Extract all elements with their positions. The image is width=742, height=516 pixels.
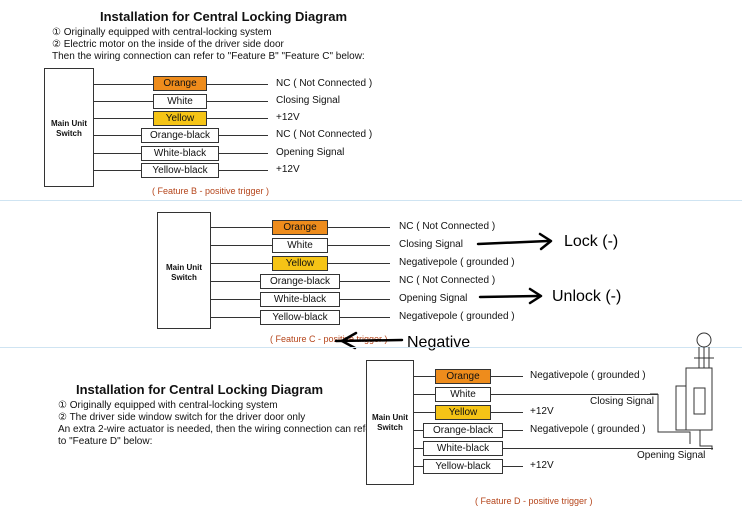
signal-b-3: +12V: [276, 112, 300, 123]
unlock-arrow-icon: [478, 294, 540, 299]
bottom-note-1: ① Originally equipped with central-locki…: [58, 400, 278, 411]
signal-c-5: Opening Signal: [399, 293, 468, 304]
signal-c-1: NC ( Not Connected ): [399, 221, 496, 232]
negative-arrowhead-icon: [340, 331, 358, 350]
wire-c-yellow-black: Yellow-black: [260, 310, 340, 325]
box-label-line2: Switch: [171, 273, 197, 282]
box-label-line2: Switch: [56, 129, 82, 138]
signal-b-4: NC ( Not Connected ): [276, 129, 373, 140]
box-label-line1: Main Unit: [166, 263, 202, 272]
main-unit-switch-d: Main Unit Switch: [366, 360, 414, 485]
wire-d-yellow: Yellow: [435, 405, 491, 420]
wire-d-white: White: [435, 387, 491, 402]
wire-c-white-black: White-black: [260, 292, 340, 307]
lock-arrow-icon: [476, 239, 550, 246]
signal-d-1: Negativepole ( grounded ): [530, 370, 646, 381]
handwritten-negative: Negative: [407, 334, 471, 351]
box-label-line1: Main Unit: [372, 413, 408, 422]
signal-c-4: NC ( Not Connected ): [399, 275, 496, 286]
top-note-2: ② Electric motor on the inside of the dr…: [52, 39, 284, 50]
wire-b-orange: Orange: [153, 76, 207, 91]
unlock-arrowhead-icon: [528, 287, 543, 305]
wire-d-5: [413, 448, 713, 449]
section-divider-1: [0, 200, 742, 201]
signal-b-1: NC ( Not Connected ): [276, 78, 373, 89]
handwritten-unlock: Unlock (-): [552, 288, 622, 305]
negative-arrow-icon: [334, 338, 404, 343]
wire-c-yellow: Yellow: [272, 256, 328, 271]
opening-signal-label: Opening Signal: [637, 450, 706, 461]
bottom-note-2: ② The driver side window switch for the …: [58, 412, 306, 423]
wire-c-orange-black: Orange-black: [260, 274, 340, 289]
box-label-line2: Switch: [377, 423, 403, 432]
wire-b-white: White: [153, 94, 207, 109]
wire-d-orange: Orange: [435, 369, 491, 384]
box-label-line1: Main Unit: [51, 119, 87, 128]
section-divider-2: [0, 347, 742, 348]
wire-d-white-black: White-black: [423, 441, 503, 456]
signal-d-4: Negativepole ( grounded ): [530, 424, 646, 435]
signal-c-3: Negativepole ( grounded ): [399, 257, 515, 268]
main-unit-switch-b: Main Unit Switch: [44, 68, 94, 187]
signal-d-6: +12V: [530, 460, 554, 471]
caption-feature-c: ( Feature C - positive trigger ): [270, 334, 388, 344]
signal-c-2: Closing Signal: [399, 239, 463, 250]
bottom-note-4: to "Feature D" below:: [58, 436, 153, 447]
caption-feature-d: ( Feature D - positive trigger ): [475, 496, 593, 506]
signal-b-5: Opening Signal: [276, 147, 345, 158]
wire-c-orange: Orange: [272, 220, 328, 235]
wire-b-orange-black: Orange-black: [141, 128, 219, 143]
handwritten-lock: Lock (-): [564, 233, 619, 250]
bottom-title: Installation for Central Locking Diagram: [76, 382, 324, 397]
main-unit-switch-c: Main Unit Switch: [157, 212, 211, 329]
wire-d-yellow-black: Yellow-black: [423, 459, 503, 474]
wire-d-orange-black: Orange-black: [423, 423, 503, 438]
actuator-icon: [650, 332, 714, 450]
wire-b-yellow-black: Yellow-black: [141, 163, 219, 178]
signal-b-6: +12V: [276, 164, 300, 175]
wire-c-white: White: [272, 238, 328, 253]
lock-arrowhead-icon: [538, 232, 553, 251]
signal-b-2: Closing Signal: [276, 95, 340, 106]
signal-c-6: Negativepole ( grounded ): [399, 311, 515, 322]
wire-d-2: [413, 394, 658, 395]
bottom-note-3: An extra 2-wire actuator is needed, then…: [58, 424, 375, 435]
signal-d-3: +12V: [530, 406, 554, 417]
closing-signal-label: Closing Signal: [590, 396, 654, 407]
top-note-1: ① Originally equipped with central-locki…: [52, 27, 272, 38]
wire-b-yellow: Yellow: [153, 111, 207, 126]
wire-b-white-black: White-black: [141, 146, 219, 161]
top-note-3: Then the wiring connection can refer to …: [52, 51, 365, 62]
top-title: Installation for Central Locking Diagram: [100, 9, 348, 24]
caption-feature-b: ( Feature B - positive trigger ): [152, 186, 270, 196]
